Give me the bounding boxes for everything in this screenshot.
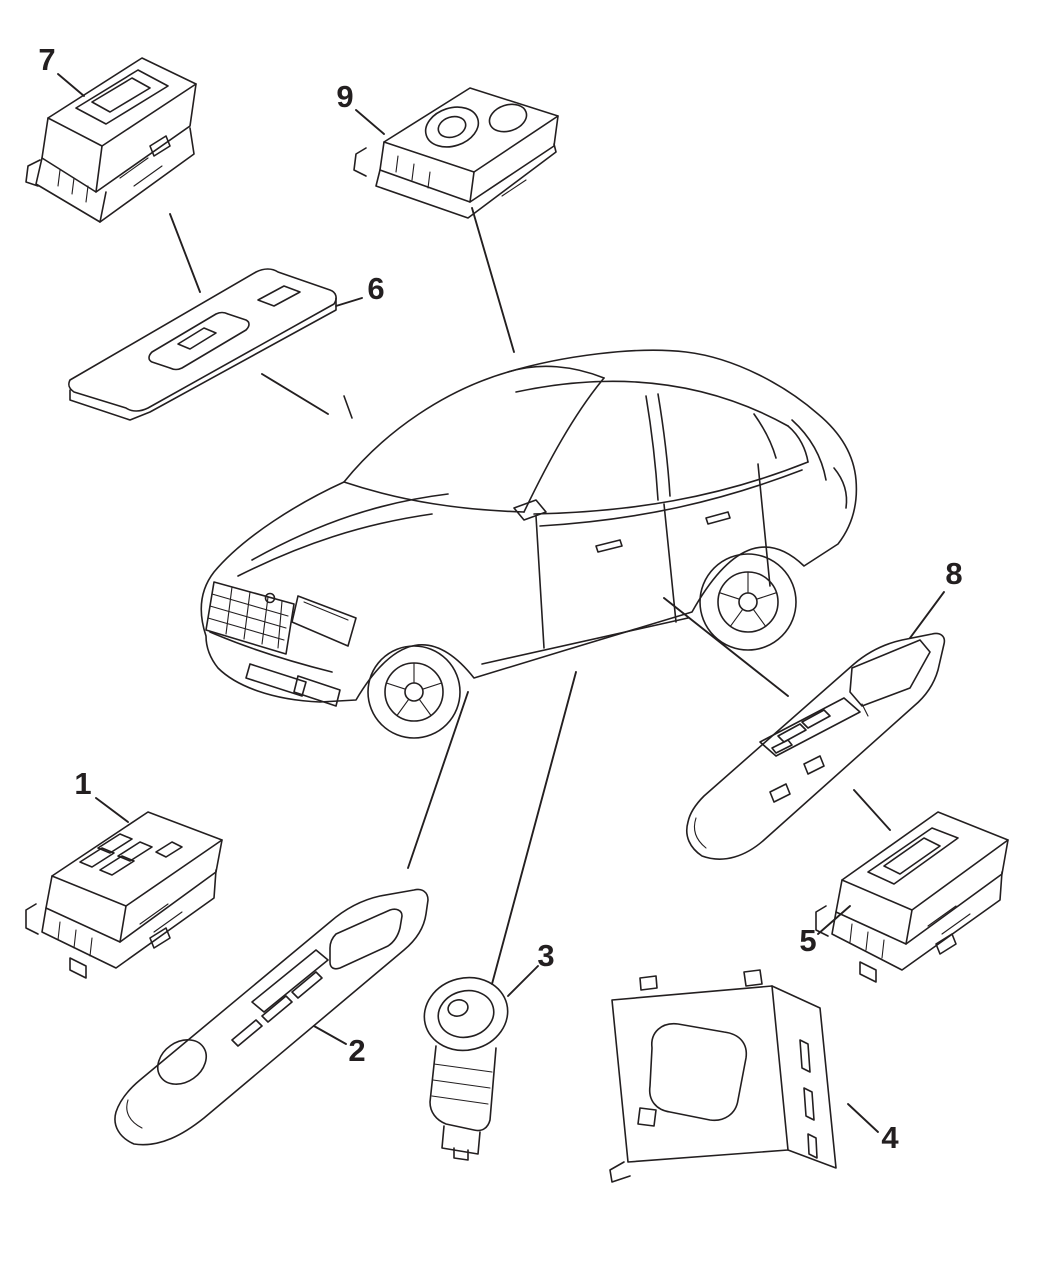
leader-line <box>471 207 515 353</box>
leader-line <box>909 591 945 639</box>
part-master-window-switch <box>25 811 223 979</box>
part-rear-door-trim-bezel <box>686 632 946 860</box>
leader-line <box>817 905 851 935</box>
callout-3[interactable]: 3 <box>537 938 554 973</box>
leader-line <box>95 797 129 823</box>
brand-badge <box>264 592 276 604</box>
part-power-mirror-switch <box>423 976 509 1161</box>
leader-line <box>507 965 539 997</box>
door-handle <box>705 511 731 525</box>
callout-4[interactable]: 4 <box>881 1120 899 1155</box>
car-illustration <box>200 349 858 739</box>
part-switch-mounting-bracket <box>609 969 837 1183</box>
part-front-door-switch-bezel <box>114 888 429 1146</box>
part-window-switch-bezel <box>68 268 337 421</box>
leader-line <box>355 109 385 135</box>
leader-line <box>853 789 891 831</box>
part-window-switch-assembly <box>25 57 197 223</box>
callout-9[interactable]: 9 <box>336 79 353 114</box>
leader-line <box>169 213 201 293</box>
callout-2[interactable]: 2 <box>348 1033 365 1068</box>
grille <box>205 581 295 655</box>
leader-line <box>407 691 469 869</box>
callout-1[interactable]: 1 <box>74 766 91 801</box>
leader-line <box>847 1103 879 1133</box>
callouts: 7 9 6 8 1 5 2 3 4 <box>38 42 962 1155</box>
leader-line <box>491 671 577 985</box>
front-wheel <box>367 645 461 739</box>
leader-line <box>313 1025 347 1045</box>
leader-line <box>57 73 85 97</box>
callout-6[interactable]: 6 <box>367 271 384 306</box>
callout-7[interactable]: 7 <box>38 42 55 77</box>
leader-line <box>261 373 329 415</box>
leader-line <box>663 597 789 697</box>
part-passenger-window-switch <box>815 811 1009 983</box>
side-mirror <box>513 499 547 521</box>
callout-8[interactable]: 8 <box>945 556 962 591</box>
antenna <box>343 395 353 419</box>
headlight <box>291 595 357 647</box>
leader-line <box>335 297 363 307</box>
rear-wheel <box>699 553 797 651</box>
callout-5[interactable]: 5 <box>799 923 816 958</box>
artwork <box>25 57 1009 1183</box>
leader-lines <box>57 73 945 1133</box>
door-handle <box>595 539 623 553</box>
part-single-window-switch <box>353 87 559 219</box>
